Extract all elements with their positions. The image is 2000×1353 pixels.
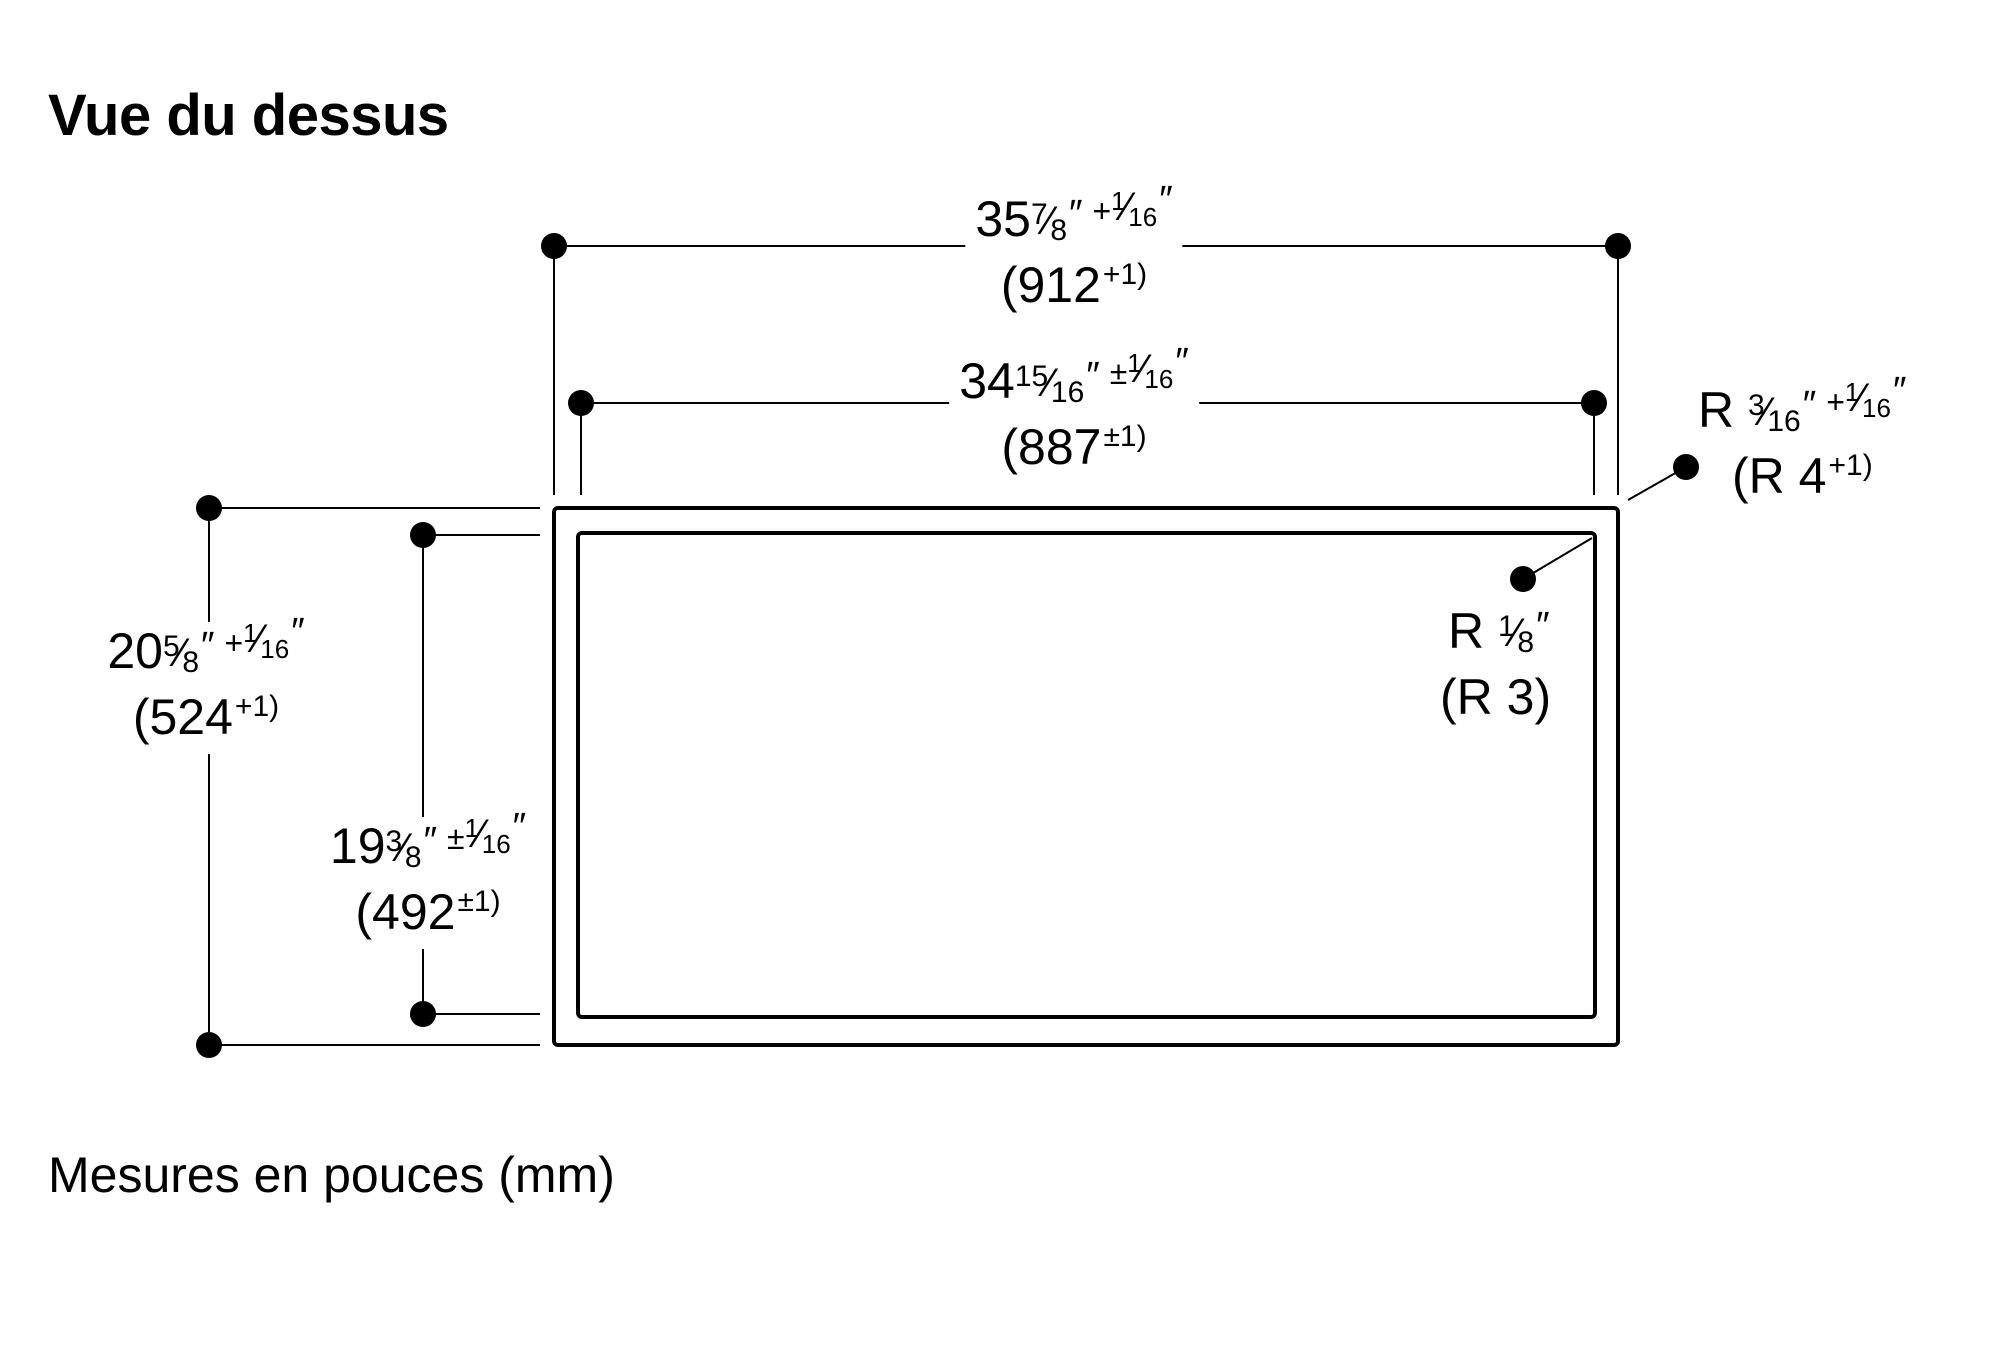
dimension-dot [1581, 390, 1607, 416]
outer-cutout-outline [552, 506, 1620, 1047]
page-title: Vue du dessus [48, 83, 449, 148]
inner-depth-label: 1938±116 492±1 [319, 813, 537, 949]
units-note: Mesures en pouces (mm) [48, 1147, 615, 1203]
overall-width-label: 3578+116 912+1 [965, 186, 1183, 322]
inner-radius-leader [1522, 537, 1593, 580]
outer-radius-label: R 316+116 R 4+1 [1688, 377, 1916, 513]
dimension-dot [1673, 454, 1699, 480]
inner-radius-label: R 18 R 3 [1430, 602, 1561, 726]
dimension-dot [1510, 566, 1536, 592]
dimension-dot [410, 1001, 436, 1027]
dimension-dot [1605, 233, 1631, 259]
dimension-dot [541, 233, 567, 259]
inner-width-label: 341516±116 887±1 [949, 348, 1199, 484]
dimension-dot [410, 522, 436, 548]
overall-depth-label: 2058+116 524+1 [97, 618, 315, 754]
dimension-dot [568, 390, 594, 416]
dimension-dot [196, 495, 222, 521]
dimension-dot [196, 1032, 222, 1058]
inner-cutout-outline [576, 531, 1597, 1019]
